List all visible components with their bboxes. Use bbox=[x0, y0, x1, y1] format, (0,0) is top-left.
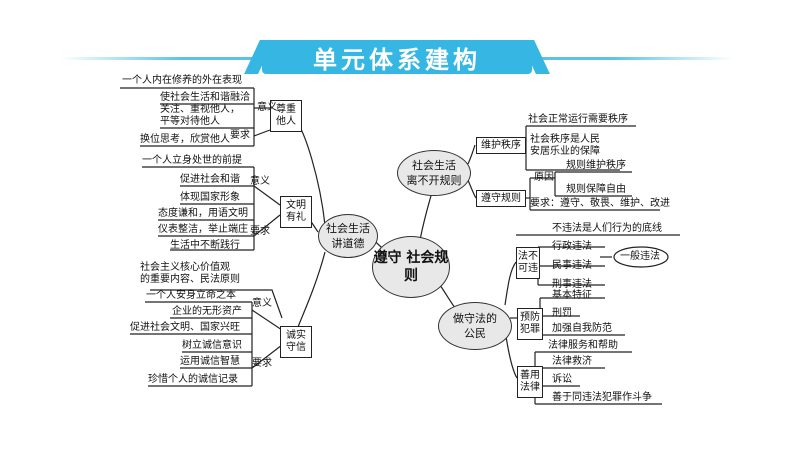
branch-maintain-order: 维护秩序 bbox=[476, 137, 526, 154]
use-item-4: 善于同违法犯罪作斗争 bbox=[552, 392, 652, 403]
general-violation: 一般违法 bbox=[620, 251, 660, 262]
maintain-item-1: 社会正常运行需要秩序 bbox=[528, 114, 628, 125]
violation-administrative: 行政违法 bbox=[552, 241, 592, 252]
prevent-item-2: 刑罚 bbox=[552, 308, 572, 319]
follow-requirement: 要求：遵守、敬畏、维护、改进 bbox=[530, 198, 670, 209]
branch-use-law: 善用 法律 bbox=[517, 366, 543, 398]
respect-requirement-2: 换位思考，欣赏他人 bbox=[140, 134, 230, 145]
civility-meaning-2: 促进社会和谐 bbox=[180, 174, 240, 185]
respect-meaning-1: 一个人内在修养的外在表现 bbox=[122, 75, 242, 86]
honesty-requirement-1: 树立诚信意识 bbox=[182, 340, 242, 351]
honesty-requirement-3: 珍惜个人的诚信记录 bbox=[148, 374, 238, 385]
dont-break-bottom-line: 不违法是人们行为的底线 bbox=[552, 223, 662, 234]
respect-requirement-tag: 要求 bbox=[230, 130, 250, 141]
prevent-item-3: 加强自我防范 bbox=[552, 323, 612, 334]
civility-meaning-3: 体现国家形象 bbox=[180, 192, 240, 203]
hub-social-morality: 社会生活 讲道德 bbox=[318, 214, 378, 258]
branch-follow-rules: 遵守规则 bbox=[476, 190, 526, 207]
civility-meaning-tag: 意义 bbox=[250, 176, 270, 187]
page-title: 单元体系建构 bbox=[262, 40, 532, 74]
branch-civility: 文明 有礼 bbox=[280, 196, 312, 228]
branch-honesty: 诚实 守信 bbox=[280, 326, 312, 358]
hub-social-rules: 社会生活 离不开规则 bbox=[397, 150, 471, 196]
honesty-intro: 社会主义核心价值观 的重要内容、民法原则 bbox=[140, 262, 240, 285]
respect-requirement-1: 关注、重视他人， 平等对待他人 bbox=[160, 104, 240, 127]
violation-civil: 民事违法 bbox=[552, 260, 592, 271]
honesty-requirement-tag: 要求 bbox=[252, 358, 272, 369]
use-item-1: 法律服务和帮助 bbox=[548, 340, 618, 351]
follow-reason-tag: 原因 bbox=[534, 172, 554, 183]
follow-reason-1: 规则维护秩序 bbox=[566, 160, 626, 171]
use-item-2: 法律救济 bbox=[552, 356, 592, 367]
branch-respect: 尊重 他人 bbox=[270, 100, 302, 132]
hub-law-abiding: 做守法的 公民 bbox=[438, 302, 512, 350]
civility-requirement-3: 生活中不断践行 bbox=[170, 240, 240, 251]
prevent-item-1: 基本特征 bbox=[552, 290, 592, 301]
honesty-requirement-2: 运用诚信智慧 bbox=[180, 356, 240, 367]
respect-meaning-2: 使社会生活和谐融洽 bbox=[160, 92, 250, 103]
violation-criminal: 刑事违法 bbox=[552, 279, 592, 290]
honesty-meaning-1: 一个人安身立命之本 bbox=[146, 290, 236, 301]
civility-meaning-1: 一个人立身处世的前提 bbox=[142, 155, 242, 166]
honesty-meaning-3: 促进社会文明、国家兴旺 bbox=[130, 322, 240, 333]
branch-dont-break-law: 法不 可违 bbox=[516, 247, 540, 279]
title-banner-area: 单元体系建构 bbox=[0, 40, 794, 76]
civility-requirement-2: 仪表整洁，举止端庄 bbox=[158, 224, 248, 235]
civility-requirement-tag: 要求 bbox=[250, 226, 270, 237]
civility-requirement-1: 态度谦和，用语文明 bbox=[158, 208, 248, 219]
honesty-meaning-tag: 意义 bbox=[252, 298, 272, 309]
general-violation-oval bbox=[613, 246, 669, 268]
use-item-3: 诉讼 bbox=[552, 374, 572, 385]
branch-prevent-crime: 预防 犯罪 bbox=[517, 308, 543, 340]
center-node: 遵守 社会规则 bbox=[372, 236, 450, 298]
honesty-meaning-2: 企业的无形资产 bbox=[172, 306, 242, 317]
follow-reason-2: 规则保障自由 bbox=[566, 184, 626, 195]
respect-meaning-tag: 意义 bbox=[257, 102, 277, 113]
maintain-item-2: 社会秩序是人民 安居乐业的保障 bbox=[530, 134, 600, 157]
